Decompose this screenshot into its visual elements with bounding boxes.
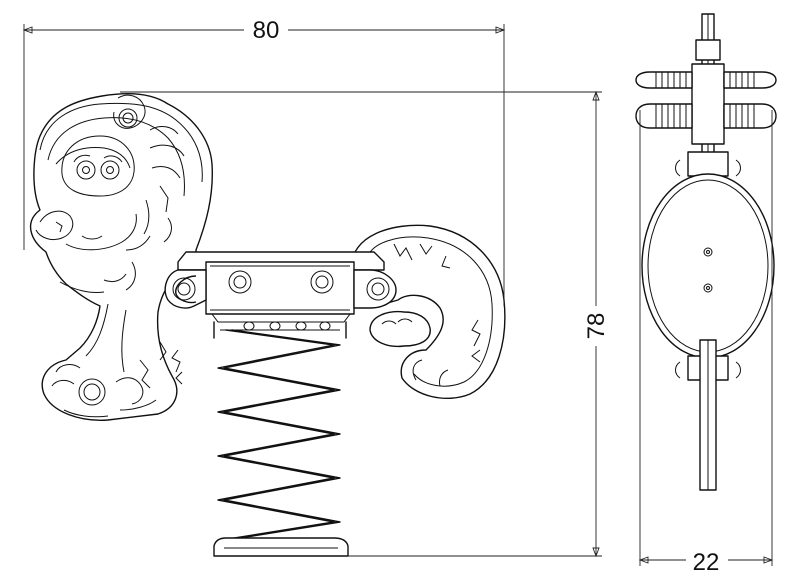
base-plate <box>213 537 349 557</box>
side-view <box>635 13 777 491</box>
dimension-depth: 22 <box>638 110 774 576</box>
tail <box>351 224 506 399</box>
side-oval-seat <box>641 173 775 359</box>
monkey-head <box>35 94 203 293</box>
dimension-width: 80 <box>22 14 506 306</box>
width-label: 80 <box>253 17 280 44</box>
mounting-bar <box>164 251 397 323</box>
spring-coil <box>213 321 347 541</box>
monkey-body <box>29 92 214 421</box>
height-label: 78 <box>583 313 610 340</box>
seat-paw <box>369 310 431 348</box>
monkey-foot <box>51 303 183 418</box>
depth-label: 22 <box>693 549 720 576</box>
side-handles <box>635 71 777 129</box>
front-view <box>29 92 506 557</box>
dimension-height: 78 <box>120 90 612 558</box>
